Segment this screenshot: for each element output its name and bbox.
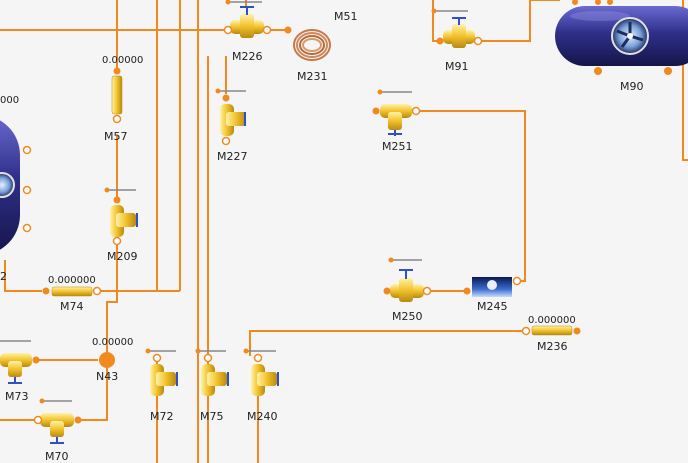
label-N43: N43	[96, 370, 119, 383]
value-M57: 0.00000	[102, 55, 144, 66]
fan-icon	[611, 17, 649, 55]
label-M52-partial: 2	[0, 270, 7, 283]
valve-M73[interactable]	[0, 340, 40, 384]
tank-M90[interactable]	[555, 0, 688, 75]
pipe-segment-M57[interactable]	[111, 67, 123, 124]
junction-node-N43[interactable]	[99, 352, 115, 368]
label-M251: M251	[382, 140, 413, 153]
label-M51: M51	[334, 10, 358, 23]
label-M90: M90	[620, 80, 644, 93]
label-M240: M240	[247, 410, 278, 423]
label-M73: M73	[5, 390, 29, 403]
valve-M226[interactable]	[223, 0, 292, 38]
valve-M209[interactable]	[104, 187, 138, 246]
label-M245: M245	[477, 300, 508, 313]
valve-M250[interactable]	[383, 257, 432, 303]
valve-M251[interactable]	[372, 89, 421, 137]
label-M227: M227	[217, 150, 248, 163]
label-M231: M231	[297, 70, 328, 83]
value-M74: 0.000000	[48, 275, 96, 286]
label-M72: M72	[150, 410, 174, 423]
label-M75: M75	[200, 410, 224, 423]
pipe-segment-M236[interactable]	[521, 325, 581, 336]
valve-M240[interactable]	[243, 348, 279, 397]
label-M226: M226	[232, 50, 263, 63]
tank-left[interactable]	[0, 115, 32, 255]
valve-M91[interactable]	[431, 8, 483, 49]
valve-M72[interactable]	[145, 348, 178, 397]
label-M57: M57	[104, 130, 128, 143]
valve-M70[interactable]	[33, 398, 82, 444]
valve-M75[interactable]	[195, 348, 229, 397]
label-M74: M74	[60, 300, 84, 313]
value-M236: 0.000000	[528, 315, 576, 326]
fan-icon	[0, 172, 15, 198]
label-M250: M250	[392, 310, 423, 323]
value-N43: 0.00000	[92, 337, 134, 348]
fan-heater-M245[interactable]	[463, 276, 522, 297]
label-M209: M209	[107, 250, 138, 263]
label-M70: M70	[45, 450, 69, 463]
value-left-tank: 000	[0, 95, 20, 106]
valve-M227[interactable]	[215, 88, 247, 146]
pipe-segment-M74[interactable]	[42, 286, 102, 297]
label-M236: M236	[537, 340, 568, 353]
copper-coil-icon[interactable]	[292, 26, 332, 64]
label-M91: M91	[445, 60, 469, 73]
